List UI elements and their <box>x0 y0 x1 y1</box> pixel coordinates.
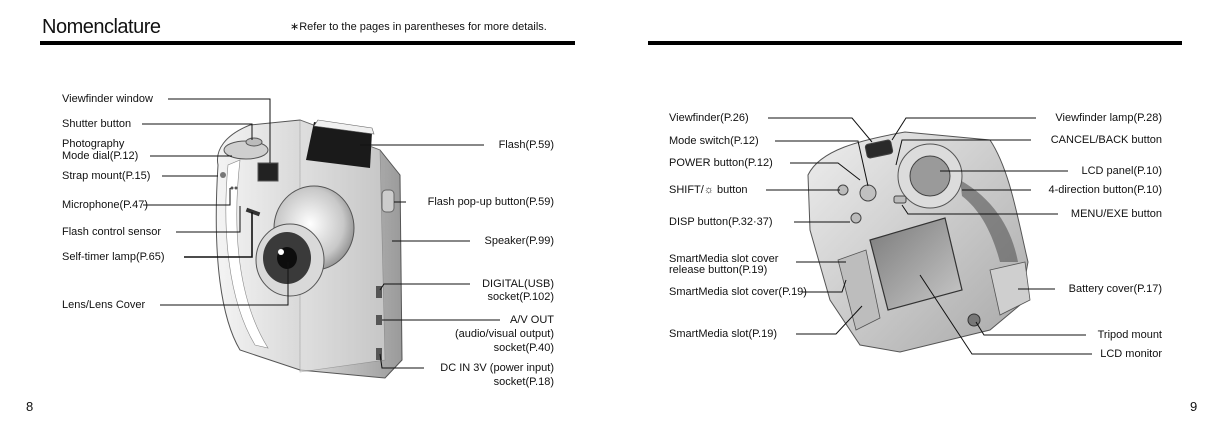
leader-lines-right-page <box>766 117 1092 355</box>
label-digital-usb: DIGITAL(USB) <box>482 278 554 290</box>
label-mode-switch: Mode switch(P.12) <box>669 135 759 147</box>
label-cancel-back-button: CANCEL/BACK button <box>1050 134 1162 146</box>
label-tripod-mount: Tripod mount <box>1097 329 1162 341</box>
label-photography: Photography <box>62 138 125 150</box>
label-lens-cover: Lens/Lens Cover <box>62 299 146 311</box>
label-viewfinder-window: Viewfinder window <box>62 93 153 105</box>
label-mode-dial: Mode dial(P.12) <box>62 150 139 162</box>
label-microphone: Microphone(P.47) <box>62 199 149 211</box>
leader-lines-left-page <box>142 98 500 369</box>
label-power-button: POWER button(P.12) <box>669 157 773 169</box>
reference-note: ∗Refer to the pages in parentheses for m… <box>290 21 547 33</box>
label-dc-socket: socket(P.18) <box>493 376 554 388</box>
label-lcd-panel: LCD panel(P.10) <box>1081 165 1162 177</box>
label-flash: Flash(P.59) <box>498 139 554 151</box>
label-shutter-button: Shutter button <box>62 118 132 130</box>
label-speaker: Speaker(P.99) <box>484 235 554 247</box>
label-av-socket: socket(P.40) <box>493 342 554 354</box>
label-viewfinder: Viewfinder(P.26) <box>669 112 749 124</box>
label-slot-cover-release: SmartMedia slot cover <box>669 253 779 265</box>
label-flash-popup-button: Flash pop-up button(P.59) <box>427 196 554 208</box>
label-slot-cover: SmartMedia slot cover(P.19) <box>669 286 807 298</box>
label-disp-button: DISP button(P.32·37) <box>669 216 773 228</box>
header-rule-left <box>40 41 575 45</box>
label-slot-cover-release-2: release button(P.19) <box>669 264 768 276</box>
label-battery-cover: Battery cover(P.17) <box>1068 283 1162 295</box>
label-shift-button: SHIFT/☼ button <box>669 184 748 196</box>
label-flash-control-sensor: Flash control sensor <box>62 226 162 238</box>
label-av-output-desc: (audio/visual output) <box>454 328 554 340</box>
label-viewfinder-lamp: Viewfinder lamp(P.28) <box>1055 112 1162 124</box>
label-self-timer-lamp: Self-timer lamp(P.65) <box>62 251 165 263</box>
page-number-right: 9 <box>1190 399 1198 414</box>
label-smartmedia-slot: SmartMedia slot(P.19) <box>669 328 778 340</box>
camera-back-illustration <box>807 131 1031 353</box>
label-4-direction-button: 4-direction button(P.10) <box>1048 184 1162 196</box>
label-menu-exe-button: MENU/EXE button <box>1070 208 1162 220</box>
label-usb-socket: socket(P.102) <box>487 291 554 303</box>
page-number-left: 8 <box>26 399 34 414</box>
label-av-out: A/V OUT <box>509 314 554 326</box>
label-lcd-monitor: LCD monitor <box>1100 348 1162 360</box>
label-strap-mount: Strap mount(P.15) <box>62 170 151 182</box>
label-dc-in: DC IN 3V (power input) <box>440 362 554 374</box>
page-title: Nomenclature <box>42 16 161 38</box>
camera-front-illustration <box>215 119 403 379</box>
header-rule-right <box>648 41 1182 45</box>
